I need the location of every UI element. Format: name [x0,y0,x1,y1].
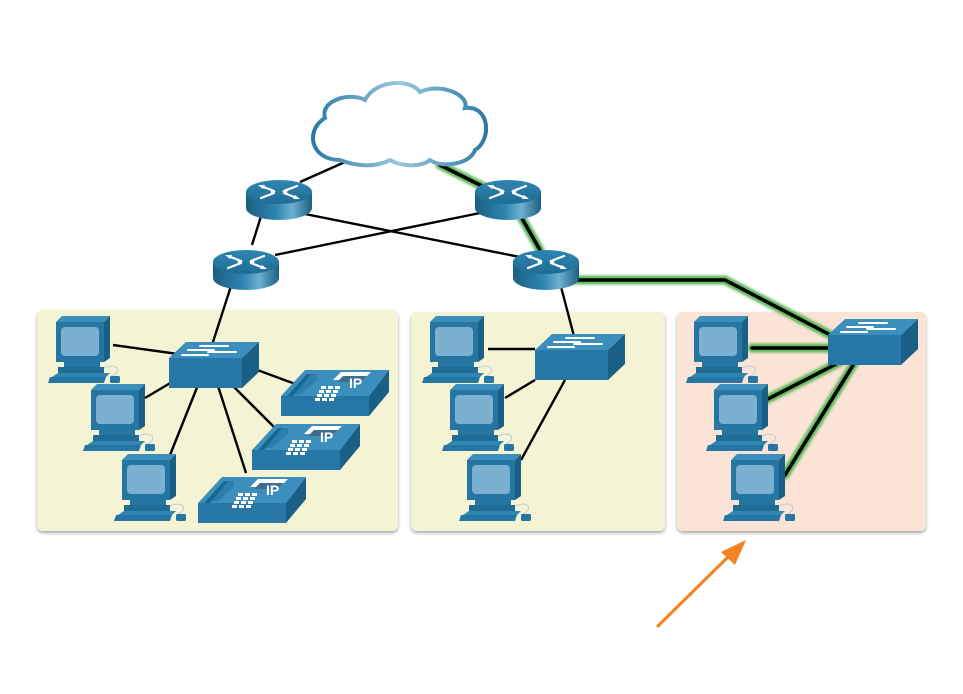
link-r4-sw-middle [558,282,577,341]
arrow-icon [656,540,746,628]
link-swl-pcl1 [112,343,179,356]
ip-phone-label: IP [320,429,333,445]
router-icon [473,178,543,222]
link-swr-pcr2 [764,360,842,402]
switch-icon [534,333,626,381]
ip-phone-icon: IP [281,370,389,416]
link-swl-phone2 [231,384,278,431]
switch-icon [168,341,260,389]
router-icon [211,248,281,292]
link-swl-phone1 [251,366,299,387]
router-icon [511,248,581,292]
link-swl-pcl3 [166,384,200,461]
switch-icon [827,318,919,366]
link-r3-sw-left [210,282,234,346]
ip-phone-icon: IP [198,477,306,523]
router-icon [244,178,314,222]
links [112,160,577,474]
link-swl-phone3 [216,385,248,474]
link-swm-pcm2 [504,378,536,400]
ip-phone-label: IP [349,375,362,391]
link-r4-sw-right [568,278,842,342]
link-r1-r4 [299,211,521,259]
ip-phone-icon: IP [252,424,360,470]
link-r2-r3 [274,211,481,257]
ip-phone-label: IP [266,482,279,498]
link-swr-pcr3 [783,360,857,477]
link-swl-pcl2 [144,380,173,400]
cloud-icon [311,80,489,168]
link-cloud-r1 [299,160,346,184]
link-r2-r4 [518,213,542,252]
link-r1-r3 [250,212,264,246]
highlighted-path [435,160,860,480]
link-swm-pcm3 [519,379,567,461]
